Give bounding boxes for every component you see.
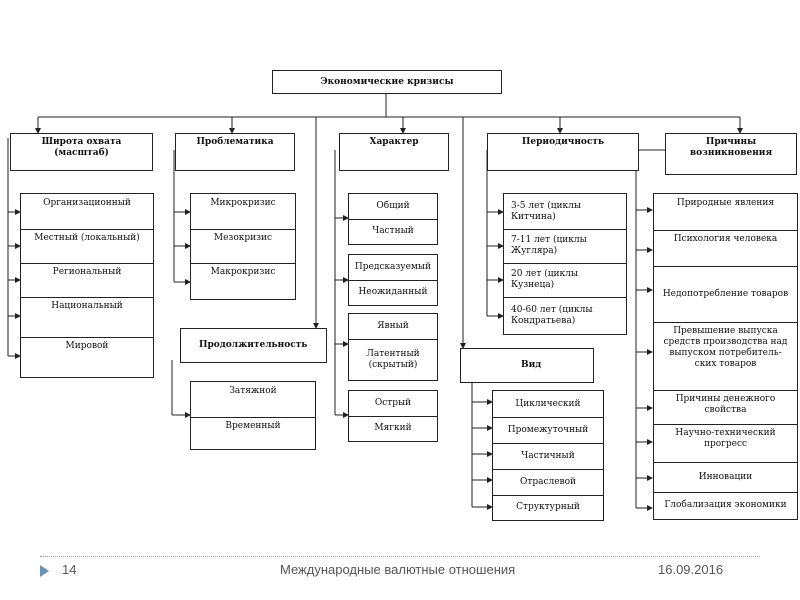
list-item: Общий — [376, 201, 410, 211]
list-item: Научно-технический прогресс — [675, 428, 776, 449]
list-item: Психология человека — [673, 234, 778, 244]
duration-stack: Затяжной Временный — [190, 381, 316, 450]
list-item: Промежуточный — [507, 424, 589, 435]
root-node: Экономические кризисы — [272, 70, 502, 94]
page-number: 14 — [62, 562, 77, 577]
character-pair-4: Острый Мягкий — [348, 390, 438, 442]
footer-subject: Международные валютные отношения — [280, 562, 516, 577]
list-item: Мировой — [65, 341, 109, 351]
list-item: Затяжной — [229, 386, 277, 396]
duration-header: Продолжительность — [180, 328, 327, 363]
list-item: Острый — [374, 398, 412, 408]
list-item: Недопотребление товаров — [662, 288, 789, 299]
list-item: Местный (локальный) — [34, 233, 140, 243]
periodicity-stack: 3-5 лет (циклы Китчина) 7-11 лет (циклы … — [503, 193, 627, 335]
list-item: Организационный — [43, 198, 131, 208]
kind-header: Вид — [460, 348, 594, 383]
list-item: Причины денежного свойства — [675, 394, 776, 415]
character-pair-1: Общий Частный — [348, 193, 438, 245]
character-pair-3: Явный Латентный (скрытый) — [348, 313, 438, 381]
footer-divider — [40, 556, 760, 557]
list-item: 40-60 лет (циклы Кондратьева) — [511, 304, 593, 326]
list-item: Национальный — [51, 301, 123, 311]
list-item: Частичный — [521, 450, 575, 461]
list-item: Природные явления — [676, 198, 775, 208]
list-item: Мягкий — [374, 423, 412, 433]
play-triangle-icon — [40, 565, 49, 577]
footer-date: 16.09.2016 — [658, 562, 724, 577]
list-item: Глобализация экономики — [664, 500, 787, 510]
character-header: Характер — [339, 133, 449, 171]
list-item: Инновации — [698, 471, 753, 482]
list-item: Региональный — [52, 267, 122, 277]
periodicity-header: Периодичность — [487, 133, 639, 171]
list-item: 7-11 лет (циклы Жугляра) — [511, 235, 587, 256]
problems-header: Проблематика — [175, 133, 295, 171]
character-pair-2: Предсказуемый Неожиданный — [348, 254, 438, 306]
list-item: 3-5 лет (циклы Китчина) — [511, 200, 582, 222]
list-item: Мезокризис — [213, 233, 273, 243]
scope-header: Широта охвата (масштаб) — [10, 133, 153, 171]
list-item: Циклический — [515, 398, 581, 409]
list-item: Временный — [225, 421, 281, 431]
causes-stack: Природные явления Психология человека Не… — [653, 193, 798, 520]
list-item: Предсказуемый — [354, 262, 432, 272]
list-item: Латентный (скрытый) — [366, 348, 420, 370]
problems-stack: Микрокризис Мезокризис Макрокризис — [190, 193, 296, 300]
list-item: Макрокризис — [210, 267, 276, 277]
list-item: Структурный — [516, 502, 580, 512]
list-item: 20 лет (циклы Кузнеца) — [511, 269, 578, 290]
scope-stack: Организационный Местный (локальный) Реги… — [20, 193, 154, 378]
kind-stack: Циклический Промежуточный Частичный Отра… — [492, 390, 604, 521]
list-item: Явный — [377, 321, 409, 331]
list-item: Отраслевой — [519, 476, 577, 487]
list-item: Неожиданный — [358, 287, 428, 297]
list-item: Микрокризис — [210, 198, 276, 208]
list-item: Частный — [372, 226, 414, 236]
list-item: Превышение выпуска средств производства … — [663, 326, 788, 369]
causes-header: Причины возникновения — [665, 133, 797, 175]
